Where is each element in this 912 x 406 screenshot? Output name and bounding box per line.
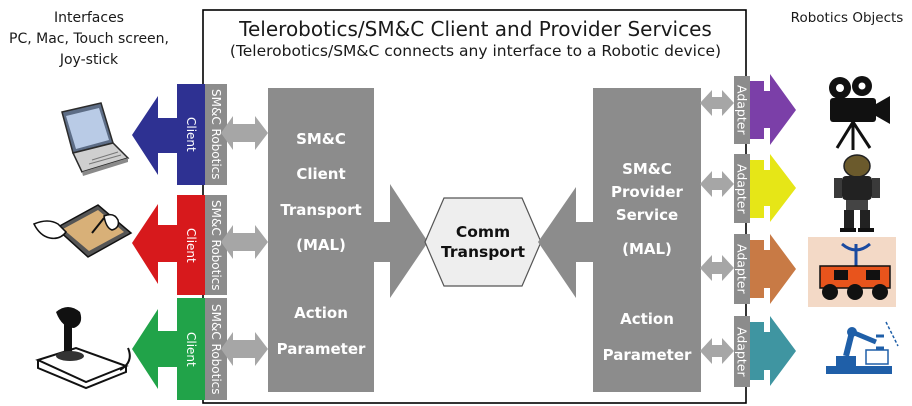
left-heading-line2: PC, Mac, Touch screen, bbox=[9, 31, 169, 47]
movie-camera-icon bbox=[829, 76, 890, 150]
adapter-label-1: Adapter bbox=[734, 85, 750, 135]
joystick-icon bbox=[35, 307, 131, 390]
client-transport-line3: Transport bbox=[280, 201, 362, 219]
client-label-1: Client bbox=[184, 117, 198, 152]
main-box-title: Telerobotics/SM&C Client and Provider Se… bbox=[239, 17, 712, 41]
adapter-label-3: Adapter bbox=[734, 244, 750, 294]
client-transport-line6: Parameter bbox=[276, 340, 366, 358]
provider-line4: (MAL) bbox=[622, 240, 672, 258]
left-heading-line1: Interfaces bbox=[54, 10, 124, 26]
adapter-arrow-purple bbox=[750, 74, 796, 145]
laptop-icon bbox=[61, 102, 130, 176]
comm-transport-line1: Comm bbox=[455, 223, 511, 241]
provider-line2: Provider bbox=[611, 183, 683, 201]
right-heading: Robotics Objects bbox=[790, 10, 904, 26]
adapter-label-2: Adapter bbox=[734, 163, 750, 214]
client-transport-block bbox=[268, 88, 374, 392]
robotics-label-3: SM&C Robotics bbox=[209, 303, 223, 395]
provider-service-block bbox=[593, 88, 701, 392]
provider-line6: Parameter bbox=[602, 346, 692, 364]
adapter-arrow-teal bbox=[750, 316, 796, 386]
comm-transport-line2: Transport bbox=[440, 243, 526, 261]
client-transport-line2: Client bbox=[296, 165, 346, 183]
left-heading: Interfaces PC, Mac, Touch screen, Joy-st… bbox=[0, 8, 178, 71]
client-arrow-red bbox=[132, 195, 205, 295]
robotics-label-1: SM&C Robotics bbox=[209, 89, 223, 180]
adapter-arrow-brown bbox=[750, 234, 796, 304]
client-arrow-blue bbox=[132, 84, 205, 185]
provider-line5: Action bbox=[620, 310, 674, 328]
adapter-label-4: Adapter bbox=[734, 326, 750, 377]
adapter-arrow-yellow bbox=[750, 154, 796, 222]
provider-line1: SM&C bbox=[622, 160, 672, 178]
robot-icon bbox=[834, 154, 880, 232]
robotics-label-2: SM&C Robotics bbox=[209, 199, 223, 291]
client-transport-line4: (MAL) bbox=[296, 236, 346, 254]
robotic-arm-icon bbox=[826, 321, 899, 374]
client-transport-line1: SM&C bbox=[296, 130, 346, 148]
comm-transport-hexagon bbox=[424, 197, 542, 287]
client-label-3: Client bbox=[184, 331, 198, 367]
client-arrow-green bbox=[132, 298, 205, 400]
client-label-2: Client bbox=[184, 227, 198, 263]
rover-icon bbox=[808, 237, 896, 307]
main-box-subtitle: (Telerobotics/SM&C connects any interfac… bbox=[229, 42, 722, 60]
tablet-pen-icon bbox=[32, 204, 133, 258]
provider-line3: Service bbox=[615, 206, 679, 224]
client-transport-line5: Action bbox=[294, 304, 348, 322]
left-heading-line3: Joy-stick bbox=[59, 52, 119, 68]
comm-transport-label: Comm Transport bbox=[425, 222, 541, 262]
